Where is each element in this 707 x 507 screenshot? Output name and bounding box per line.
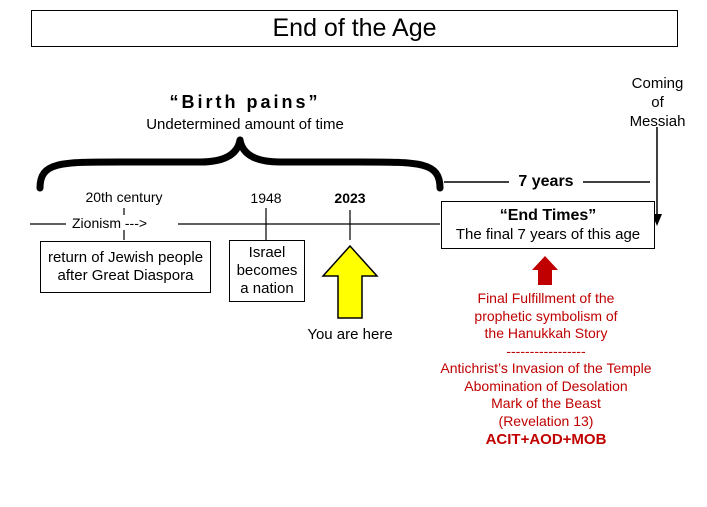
end-times-heading: “End Times” [499, 207, 597, 224]
end-times-subtitle: The final 7 years of this age [455, 226, 641, 243]
fulfillment-acronym: ACIT+AOD+MOB [485, 431, 607, 448]
twentieth-century-label: 20th century [85, 189, 163, 205]
year-2023-label: 2023 [334, 190, 366, 206]
fulfillment-text: Final Fulfillment of the prophetic symbo… [420, 290, 672, 450]
israel-line-1: Israel [248, 244, 286, 261]
yellow-arrow [321, 244, 379, 319]
messiah-line-3: Messiah [629, 113, 686, 130]
birth-pains-subtitle: Undetermined amount of time [146, 116, 344, 133]
birth-pains-brace [36, 136, 444, 192]
birth-pains-heading: “Birth pains” [169, 92, 321, 112]
messiah-line-1: Coming [631, 75, 684, 92]
year-1948-label: 1948 [250, 190, 282, 206]
fulfillment-line-8: (Revelation 13) [498, 412, 594, 429]
israel-box: Israel becomes 1948 a nation [229, 240, 305, 302]
messiah-line-2: of [651, 94, 664, 111]
zionism-label: Zionism ---> [72, 215, 148, 231]
coming-of-messiah-label: Coming of Messiah [615, 74, 700, 131]
fulfillment-line-5: Antichrist’s Invasion of the Temple [440, 360, 652, 376]
red-arrow [532, 256, 558, 285]
return-line-2: after Great Diaspora [57, 267, 194, 284]
title-text: End of the Age [272, 14, 437, 42]
fulfillment-line-2: prophetic symbolism of [474, 307, 618, 324]
fulfillment-line-7: Mark of the Beast [491, 395, 601, 411]
fulfillment-line-1: Final Fulfillment of the [477, 290, 615, 306]
end-times-box: “End Times” The final 7 years of this ag… [441, 201, 655, 249]
you-are-here-label: You are here [307, 326, 393, 343]
israel-line-3b: a nation [240, 280, 294, 297]
fulfillment-line-3: the Hanukkah Story [484, 325, 608, 341]
israel-line-2: becomes [236, 262, 298, 279]
page-title: End of the Age [31, 10, 678, 47]
fulfillment-line-6: Abomination of Desolation [464, 377, 628, 394]
return-line-1: return of Jewish people [47, 249, 204, 266]
seven-years-label: 7 years [518, 173, 574, 190]
return-box: return of Jewish people after Great Dias… [40, 241, 211, 293]
fulfillment-separator: ----------------- [506, 342, 586, 359]
